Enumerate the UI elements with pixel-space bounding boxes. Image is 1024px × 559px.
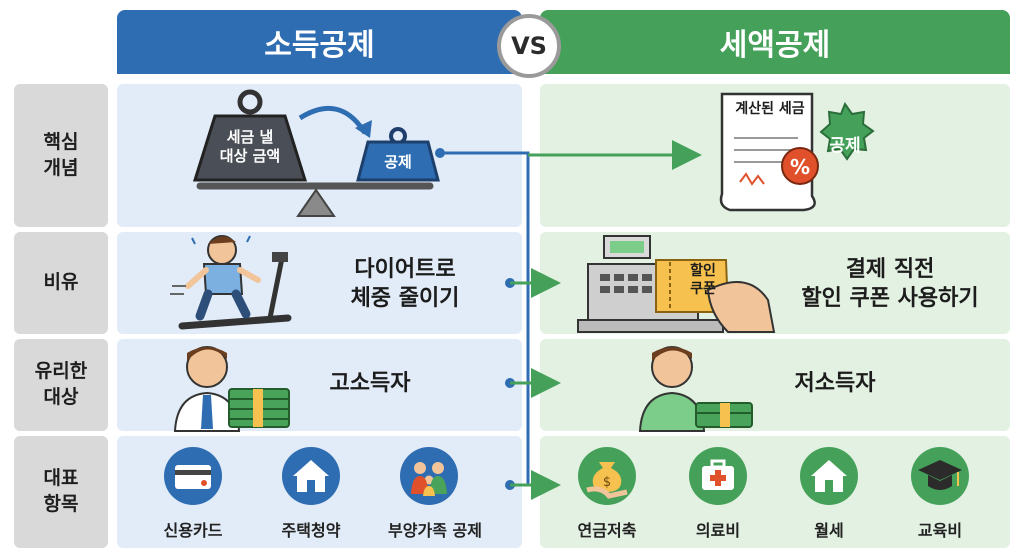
percent-badge: % [789, 155, 811, 179]
tax-analogy-text: 결제 직전 할인 쿠폰 사용하기 [801, 257, 979, 311]
item-dependent-deduction: 부양가족 공제 [388, 521, 482, 540]
item-pension-savings: 연금저축 [577, 521, 637, 540]
item-education-expense: 교육비 [917, 521, 963, 540]
weight-big-label: 세금 낼 대상 금액 [219, 128, 281, 165]
row-label-concept: 핵심 개념 [14, 84, 108, 227]
credit-badge: 공제 [829, 136, 861, 156]
coupon-label: 할인 쿠폰 [690, 263, 716, 298]
person-icon [638, 346, 753, 432]
money-bag-hand-icon: $ [578, 447, 636, 505]
money-stack-icon [695, 402, 753, 428]
tax-credit-title: 세액공제 [719, 28, 831, 63]
house-icon [800, 447, 858, 505]
vs-badge: VS [497, 14, 561, 78]
row-label-items: 대표 항목 [14, 436, 108, 548]
row-label-analogy: 비유 [14, 232, 108, 334]
money-stack-icon [228, 388, 290, 428]
connector-dot [435, 148, 445, 158]
income-deduction-header: 소득공제 [117, 10, 522, 74]
item-credit-card: 신용카드 [163, 521, 223, 540]
income-analogy-cell [117, 232, 522, 334]
item-monthly-rent: 월세 [814, 521, 844, 540]
receipt-icon [719, 92, 875, 212]
graduation-cap-icon [911, 447, 969, 505]
house-icon [282, 447, 340, 505]
credit-card-icon [164, 447, 222, 505]
cash-register-icon [577, 235, 776, 333]
family-icon [400, 447, 458, 505]
first-aid-kit-icon [689, 447, 747, 505]
tax-credit-header: 세액공제 [540, 10, 1010, 74]
treadmill-runner-icon [170, 235, 292, 330]
item-medical-expense: 의료비 [695, 521, 741, 540]
income-deduction-title: 소득공제 [264, 28, 375, 63]
tax-target-text: 저소득자 [794, 371, 876, 396]
weight-small-label: 공제 [384, 153, 412, 171]
receipt-title: 계산된 세금 [735, 101, 805, 117]
item-housing-subscription: 주택청약 [281, 521, 341, 540]
row-label-target: 유리한 대상 [14, 339, 108, 431]
income-target-text: 고소득자 [329, 371, 411, 396]
businessman-icon [173, 346, 290, 432]
tax-target-cell [540, 339, 1010, 431]
scale-icon [192, 89, 440, 217]
svg-text:$: $ [603, 475, 611, 490]
income-analogy-text: 다이어트로 체중 줄이기 [350, 257, 460, 311]
